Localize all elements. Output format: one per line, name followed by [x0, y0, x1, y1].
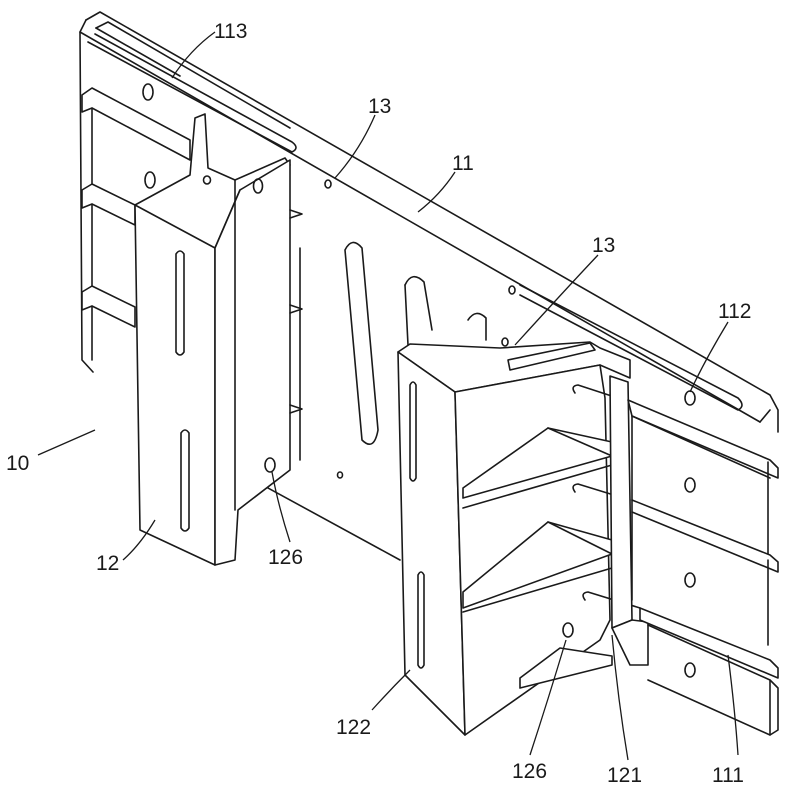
base-plate: [79, 11, 779, 561]
left-guide-teeth: [81, 87, 191, 361]
label-13-right: 13: [592, 234, 615, 257]
label-122: 122: [336, 716, 371, 739]
reference-numerals: 113 13 11 13 112 10 12 126 122 126 121 1…: [6, 20, 751, 787]
right-guide-teeth: [627, 399, 779, 736]
plate-long-slots: [344, 241, 487, 446]
label-112: 112: [718, 300, 751, 323]
label-10: 10: [6, 452, 29, 475]
label-113: 113: [214, 20, 247, 43]
label-126-bottom: 126: [512, 760, 547, 783]
leader-lines: [37, 31, 739, 761]
label-121: 121: [607, 764, 642, 787]
slot-113: [87, 33, 297, 153]
label-13-top: 13: [368, 95, 391, 118]
label-111: 111: [712, 764, 744, 787]
plate-holes: [142, 83, 696, 678]
slot-112: [519, 284, 743, 411]
left-bracket: [134, 113, 303, 566]
label-11: 11: [452, 152, 474, 175]
label-126-left: 126: [268, 546, 303, 569]
label-12: 12: [96, 552, 119, 575]
right-bracket: [397, 341, 649, 736]
